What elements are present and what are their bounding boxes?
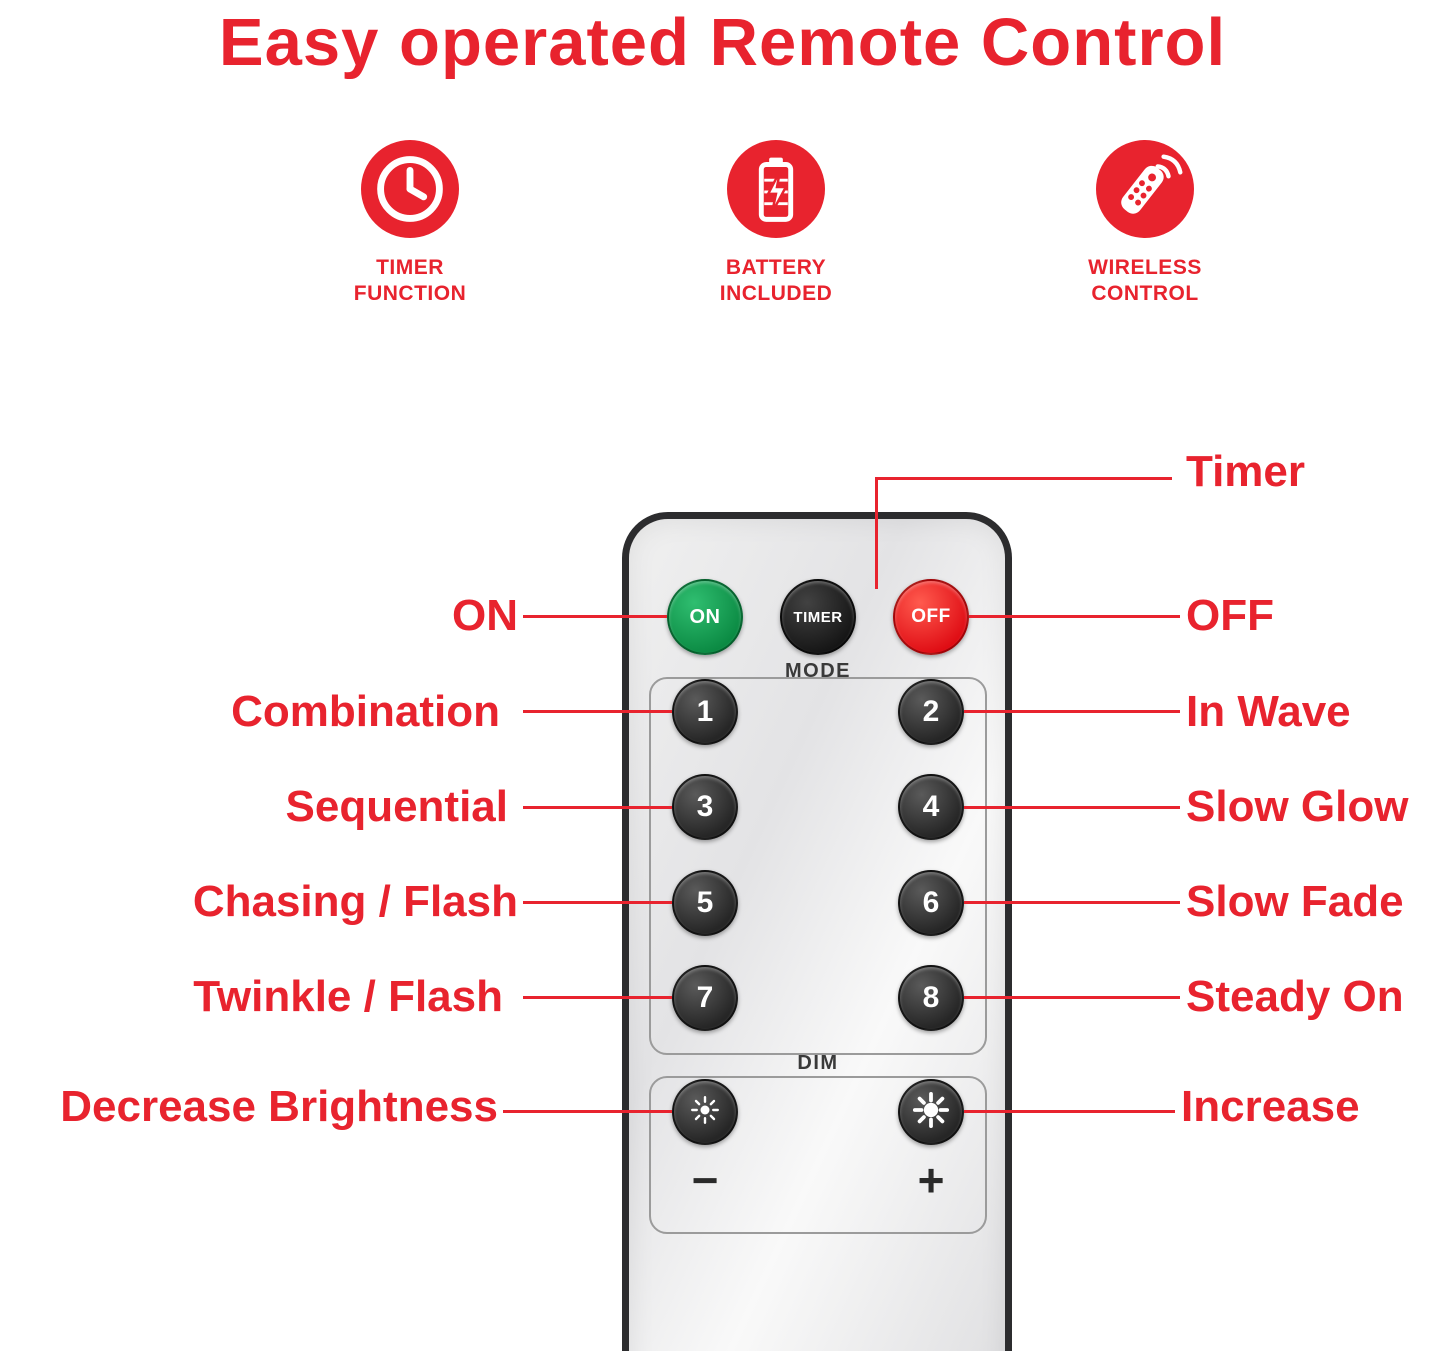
- callout-off: OFF: [1186, 591, 1274, 640]
- mode-button-6[interactable]: 6: [898, 870, 964, 936]
- callout-line-slow-glow: [964, 806, 1180, 809]
- callout-line-decrease-brightness: [503, 1110, 672, 1113]
- dim-section-panel: [649, 1076, 987, 1234]
- clock-icon: [361, 140, 459, 238]
- page-title: Easy operated Remote Control: [218, 5, 1227, 80]
- brightness-increase-icon: [912, 1091, 950, 1134]
- dim-section-label: DIM: [797, 1052, 839, 1074]
- mode-section-label: MODE: [785, 660, 851, 682]
- dim-plus-symbol: +: [917, 1154, 945, 1206]
- callout-chasing-flash: Chasing / Flash: [192, 877, 518, 926]
- mode-button-2[interactable]: 2: [898, 679, 964, 745]
- mode-button-4[interactable]: 4: [898, 774, 964, 840]
- brightness-decrease-button[interactable]: [672, 1079, 738, 1145]
- callout-slow-fade: Slow Fade: [1186, 877, 1404, 926]
- callout-line-chasing-flash: [523, 901, 672, 904]
- mode-button-5[interactable]: 5: [672, 870, 738, 936]
- battery-icon: [727, 140, 825, 238]
- callout-line-in-wave: [964, 710, 1180, 713]
- callout-on: ON: [452, 591, 518, 640]
- callout-line-off: [969, 615, 1180, 618]
- feature-label: WIRELESS CONTROL: [1088, 256, 1202, 306]
- mode-button-3[interactable]: 3: [672, 774, 738, 840]
- callout-line-steady-on: [964, 996, 1180, 999]
- callout-sequential: Sequential: [285, 782, 509, 831]
- callout-slow-glow: Slow Glow: [1186, 782, 1409, 831]
- callout-decrease-brightness: Decrease Brightness: [60, 1082, 498, 1131]
- feature-wireless-control: WIRELESS CONTROL: [1025, 140, 1265, 308]
- dim-minus-symbol: −: [691, 1154, 719, 1206]
- brightness-decrease-icon: [690, 1095, 720, 1130]
- callout-in-wave: In Wave: [1186, 687, 1351, 736]
- mode-button-7[interactable]: 7: [672, 965, 738, 1031]
- callout-line-timer-horizontal: [875, 477, 1172, 480]
- brightness-increase-button[interactable]: [898, 1079, 964, 1145]
- callout-line-combination: [523, 710, 672, 713]
- remote-on-button[interactable]: ON: [667, 579, 743, 655]
- wireless-remote-icon: [1096, 140, 1194, 238]
- callout-twinkle-flash: Twinkle / Flash: [193, 972, 503, 1021]
- feature-battery-included: BATTERY INCLUDED: [656, 140, 896, 308]
- callout-line-on: [523, 615, 667, 618]
- callout-line-twinkle-flash: [523, 996, 672, 999]
- mode-section-panel: [649, 677, 987, 1055]
- callout-combination: Combination: [231, 687, 500, 736]
- feature-label: TIMER FUNCTION: [353, 256, 467, 306]
- remote-timer-button[interactable]: TIMER: [780, 579, 856, 655]
- callout-steady-on: Steady On: [1186, 972, 1404, 1021]
- mode-button-8[interactable]: 8: [898, 965, 964, 1031]
- callout-line-timer-vertical: [875, 477, 878, 589]
- callout-timer: Timer: [1186, 447, 1306, 496]
- mode-button-1[interactable]: 1: [672, 679, 738, 745]
- callout-line-increase: [964, 1110, 1175, 1113]
- remote-off-button[interactable]: OFF: [893, 579, 969, 655]
- callout-line-slow-fade: [964, 901, 1180, 904]
- callout-increase: Increase: [1181, 1082, 1360, 1131]
- callout-line-sequential: [523, 806, 672, 809]
- feature-label: BATTERY INCLUDED: [719, 256, 833, 306]
- feature-timer-function: TIMER FUNCTION: [290, 140, 530, 308]
